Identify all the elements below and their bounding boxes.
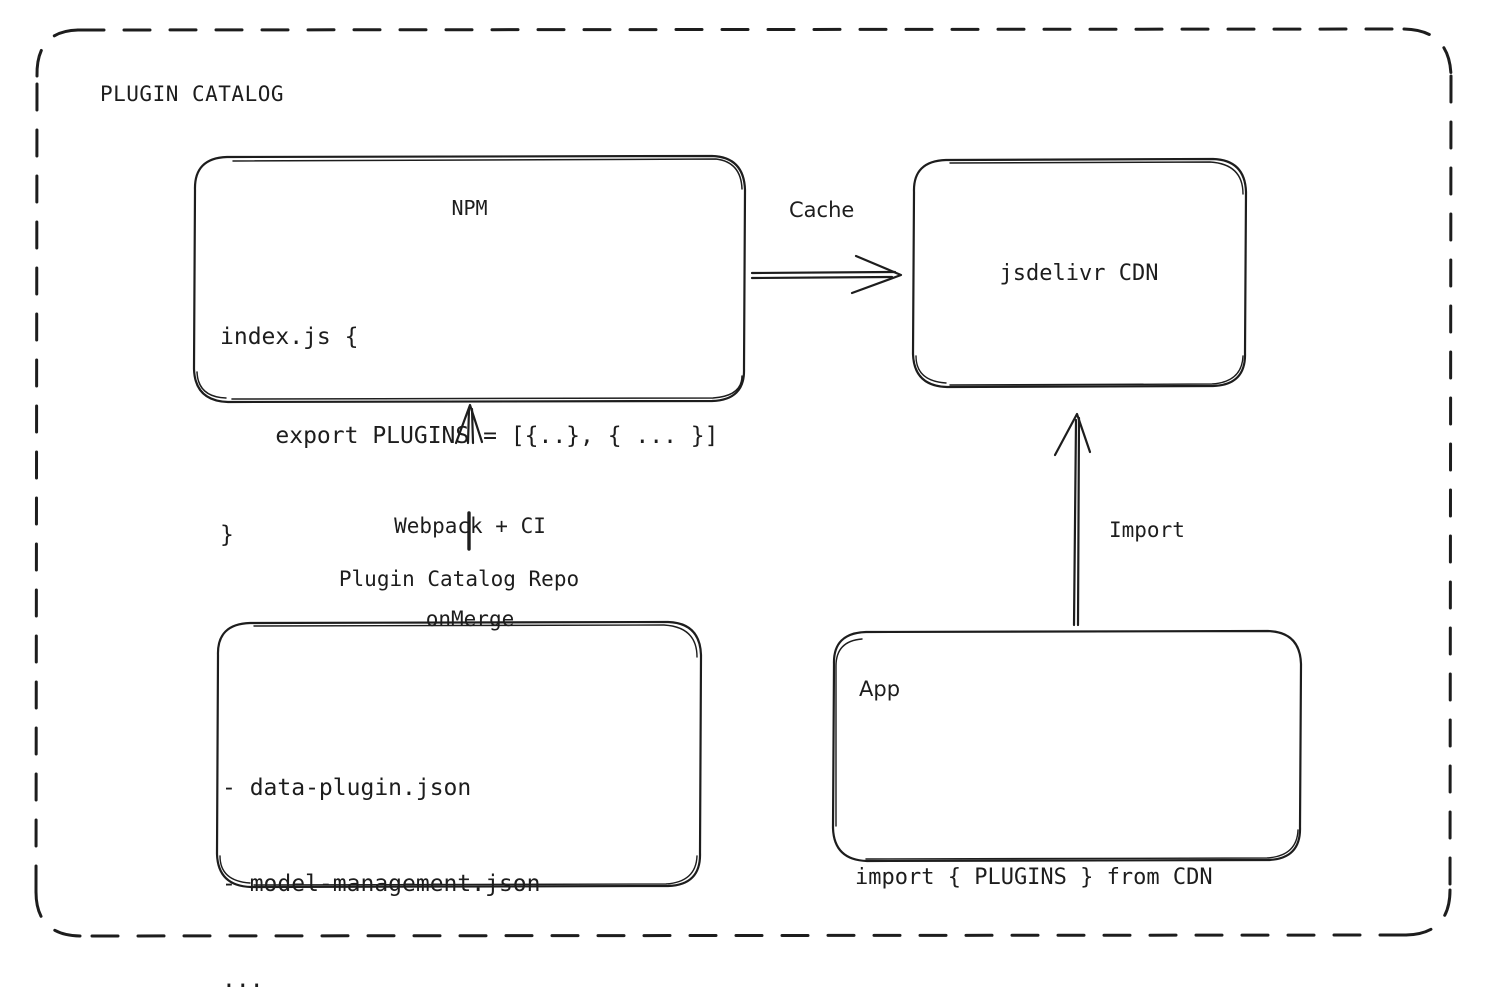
npm-code-line: export PLUGINS = [{..}, { ... }]: [220, 423, 719, 449]
repo-node-external-label: Plugin Catalog Repo: [338, 567, 580, 591]
repo-node-file-list: - data-plugin.json - model-management.js…: [222, 708, 541, 1002]
edge-label-webpack-onmerge: Webpack + CI onMerge: [345, 449, 595, 697]
app-node-title: App: [859, 677, 901, 701]
npm-code-line: index.js {: [220, 324, 359, 350]
npm-node-title: NPM: [451, 196, 488, 220]
repo-file-item: - data-plugin.json: [222, 775, 472, 801]
app-node-code: import { PLUGINS } from CDN PLUGINS.forE…: [855, 738, 1213, 1002]
edge-label-line: Webpack + CI: [394, 514, 546, 538]
npm-node-code: index.js { export PLUGINS = [{..}, { ...…: [220, 255, 719, 618]
arrow-npm-to-cdn: [750, 254, 903, 295]
edge-label-import: Import: [1109, 518, 1185, 542]
edge-label-line: onMerge: [425, 607, 515, 631]
npm-code-line: }: [220, 522, 234, 548]
repo-file-item: - model-management.json: [222, 871, 541, 897]
app-code-line: import { PLUGINS } from CDN: [855, 865, 1213, 890]
cdn-node-title: jsdelivr CDN: [999, 261, 1159, 286]
arrow-app-to-cdn: [1053, 412, 1092, 627]
edge-label-cache: Cache: [789, 198, 855, 222]
group-title: PLUGIN CATALOG: [100, 82, 285, 106]
repo-file-item: ...: [222, 967, 264, 993]
